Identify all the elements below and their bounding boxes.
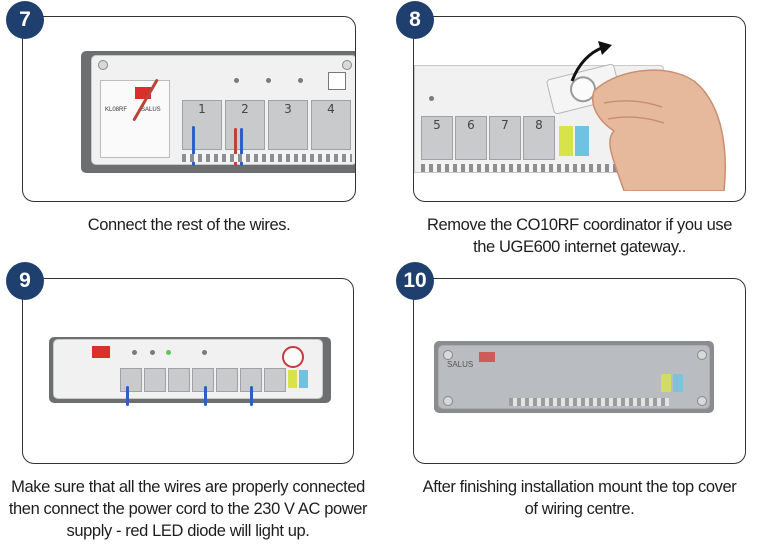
coordinator-button-icon xyxy=(282,346,304,368)
led-icon xyxy=(266,78,271,83)
lift-arrow-icon xyxy=(570,41,612,82)
step-number-badge: 9 xyxy=(6,262,44,300)
brand-label: SALUS xyxy=(141,107,161,113)
led-icon xyxy=(234,78,239,83)
wire xyxy=(240,128,243,166)
pair-button-icon xyxy=(328,72,346,90)
led-icon xyxy=(429,96,434,101)
transparent-top-cover: SALUS xyxy=(438,345,710,409)
brand-label: SALUS xyxy=(447,360,474,369)
caption-line: of wiring centre. xyxy=(524,500,635,518)
step-caption: Make sure that all the wires are properl… xyxy=(8,476,368,542)
step-caption: After finishing installation mount the t… xyxy=(413,476,746,520)
hand-icon xyxy=(592,69,726,191)
led-icon xyxy=(298,78,303,83)
wire xyxy=(204,386,207,406)
zone-module xyxy=(216,368,238,392)
step-8-image-panel: 5 6 7 8 xyxy=(413,16,746,202)
zone-module: 5 xyxy=(421,116,453,160)
zone-module: 1 xyxy=(182,100,222,150)
step-9-image-panel xyxy=(22,278,354,464)
step-caption: Remove the CO10RF coordinator if you use… xyxy=(413,214,746,258)
caption-line: Connect the rest of the wires. xyxy=(87,216,291,234)
screw-icon xyxy=(697,396,707,406)
step-7-image-panel: KL08RF SALUS 1 2 3 4 xyxy=(22,16,356,202)
model-label: KL08RF xyxy=(105,107,128,113)
wire xyxy=(192,126,195,166)
zone-module xyxy=(264,368,286,392)
led-icon xyxy=(150,350,155,355)
led-icon xyxy=(166,350,171,355)
zone-number: 7 xyxy=(501,118,509,132)
pump-terminal-block xyxy=(559,126,573,156)
zone-module xyxy=(168,368,190,392)
caption-line: then connect the power cord to the 230 V… xyxy=(8,500,368,518)
zone-number: 8 xyxy=(535,118,543,132)
zone-number: 3 xyxy=(284,102,292,116)
step-number-badge: 7 xyxy=(6,1,44,39)
screw-icon xyxy=(443,350,453,360)
zone-module: 3 xyxy=(268,100,308,150)
zone-module: 2 xyxy=(225,100,265,150)
zone-module xyxy=(192,368,214,392)
caption-line: After finishing installation mount the t… xyxy=(422,478,737,496)
zone-number: 1 xyxy=(198,102,206,116)
wiring-centre-board: KL08RF SALUS 1 2 3 4 xyxy=(91,55,355,166)
zone-number: 2 xyxy=(241,102,249,116)
power-terminal xyxy=(479,352,495,362)
step-number-badge: 10 xyxy=(396,262,434,300)
zone-module: 6 xyxy=(455,116,487,160)
step-caption: Connect the rest of the wires. xyxy=(22,214,356,236)
zone-module xyxy=(144,368,166,392)
screw-icon xyxy=(342,60,352,70)
wire xyxy=(126,386,129,406)
led-icon xyxy=(132,350,137,355)
pump-terminal-block xyxy=(661,374,671,392)
zone-module xyxy=(120,368,142,392)
power-terminal xyxy=(92,346,110,358)
zone-module: 8 xyxy=(523,116,555,160)
wire xyxy=(250,386,253,406)
led-icon xyxy=(202,350,207,355)
cable-clamp-strip xyxy=(509,398,669,406)
pump-terminal-block xyxy=(288,370,297,388)
zone-number: 4 xyxy=(327,102,335,116)
step-number-badge: 8 xyxy=(396,1,434,39)
step-10-image-panel: SALUS xyxy=(413,278,746,464)
zone-number: 5 xyxy=(433,118,441,132)
wire xyxy=(234,128,237,166)
caption-line: Make sure that all the wires are properl… xyxy=(11,478,365,496)
screw-icon xyxy=(697,350,707,360)
screw-icon xyxy=(98,60,108,70)
boiler-terminal-block xyxy=(299,370,308,388)
caption-line: supply - red LED diode will light up. xyxy=(66,522,310,540)
zone-module: 4 xyxy=(311,100,351,150)
screw-icon xyxy=(443,396,453,406)
cable-clamp-strip xyxy=(421,164,621,172)
boiler-terminal-block xyxy=(575,126,589,156)
zone-module: 7 xyxy=(489,116,521,160)
boiler-terminal-block xyxy=(673,374,683,392)
wiring-centre-board xyxy=(53,339,323,406)
caption-line: Remove the CO10RF coordinator if you use xyxy=(427,216,732,234)
zone-number: 6 xyxy=(467,118,475,132)
cable-clamp-strip xyxy=(182,154,352,162)
caption-line: the UGE600 internet gateway.. xyxy=(473,238,686,256)
